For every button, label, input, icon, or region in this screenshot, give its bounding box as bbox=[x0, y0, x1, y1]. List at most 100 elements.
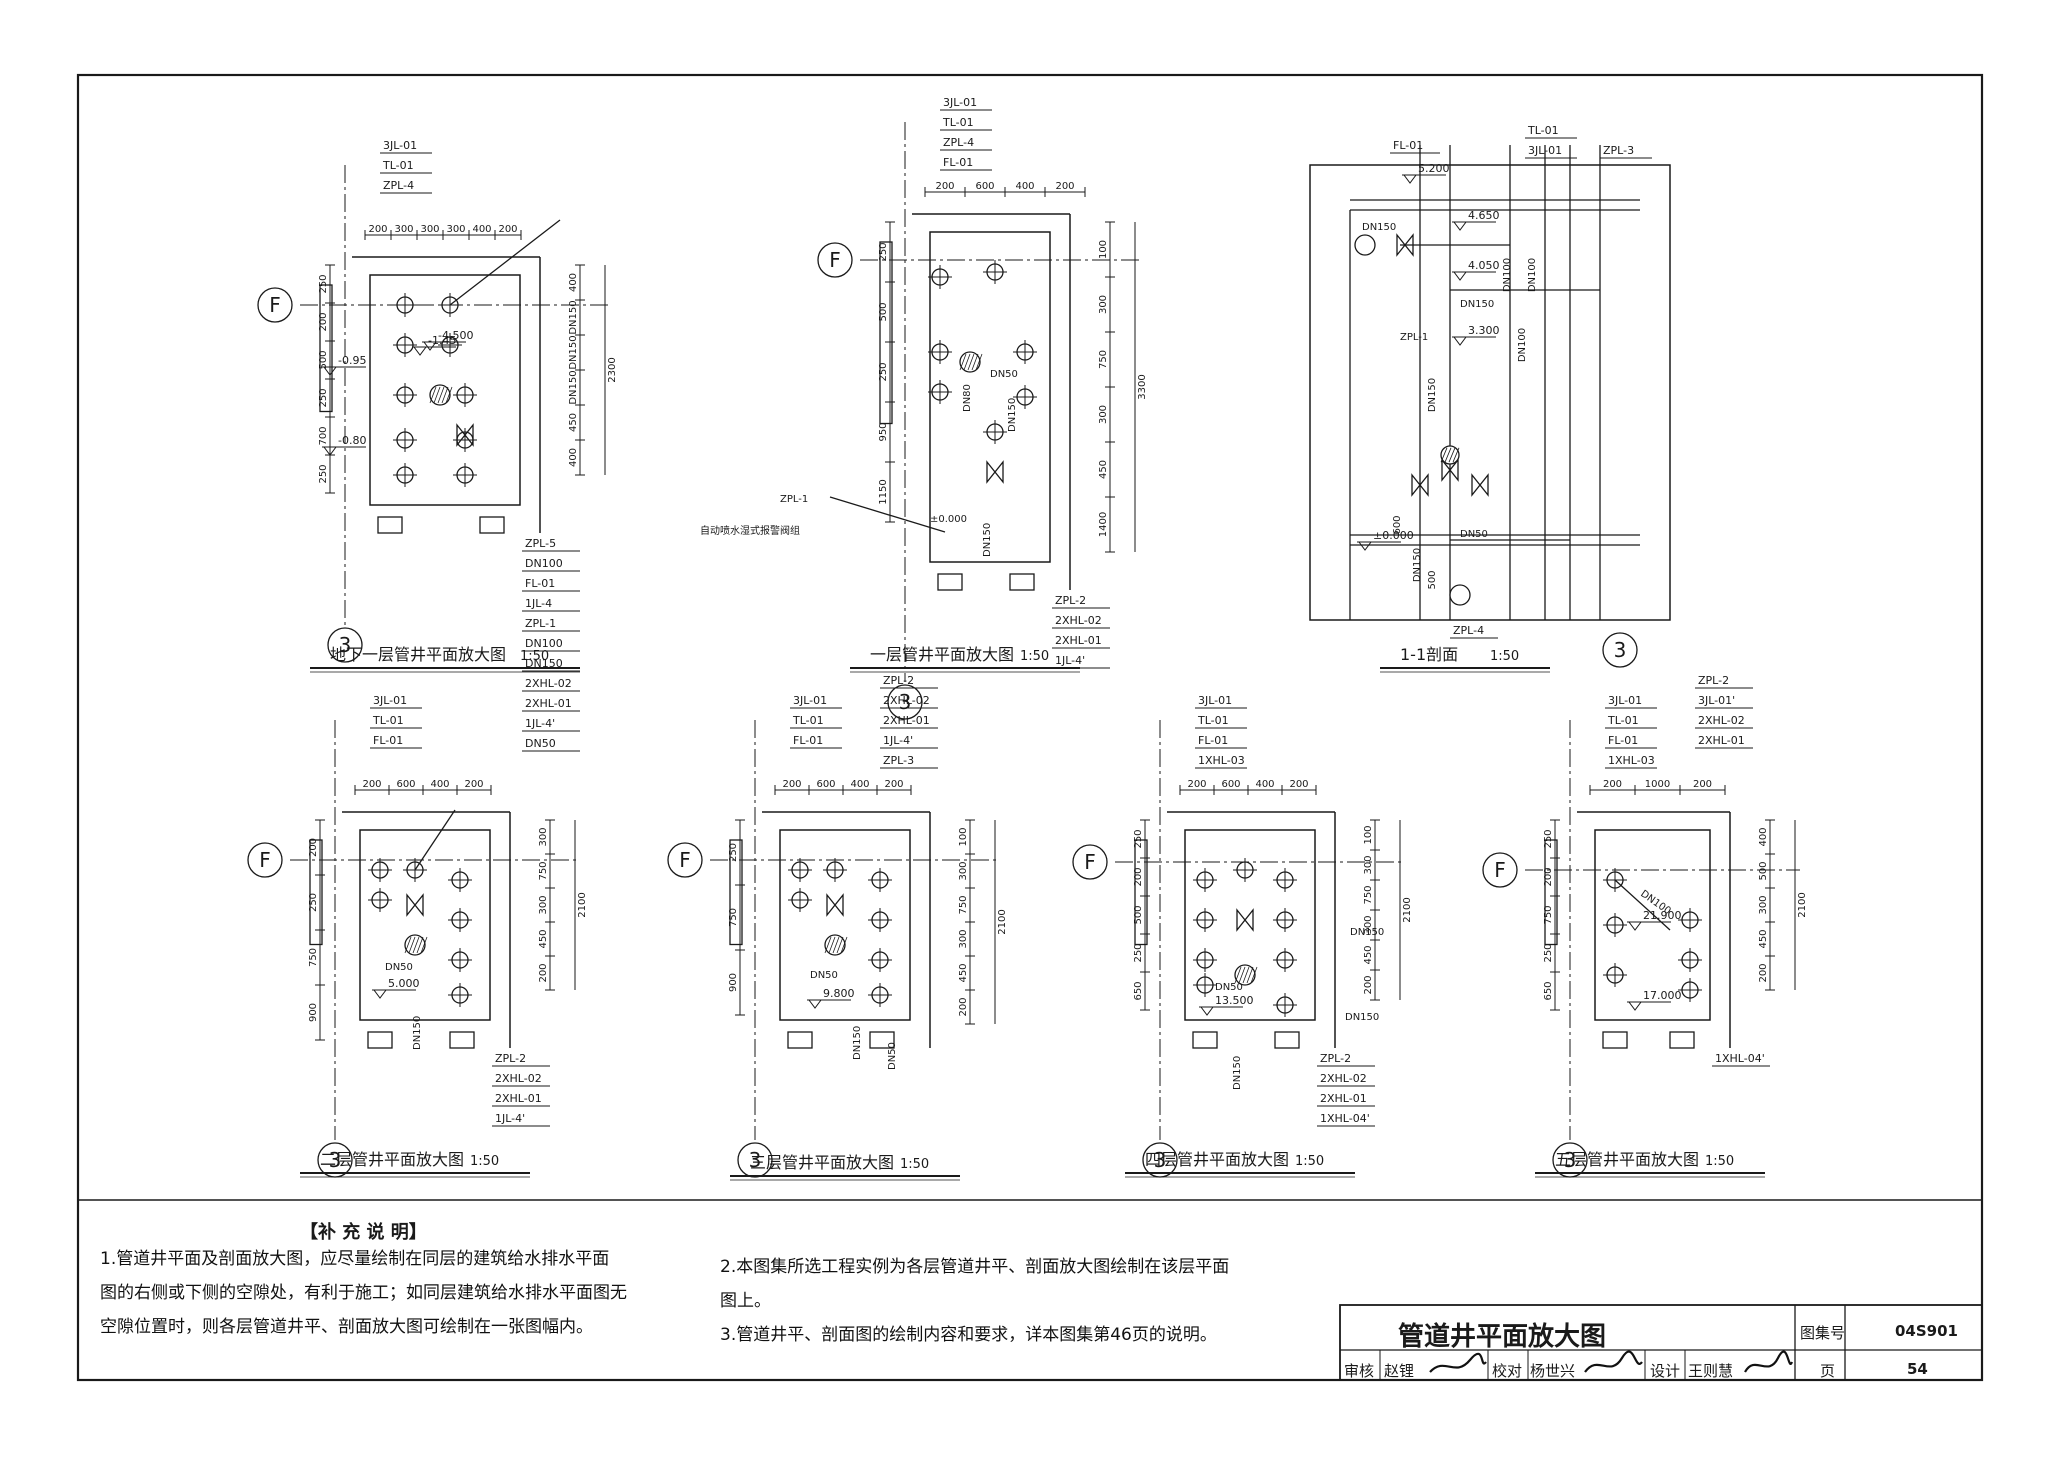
grid-bubble-3-label: 3 bbox=[339, 633, 352, 657]
b1-title: 地下一层管井平面放大图 bbox=[330, 645, 506, 664]
dim-left-value: 200 bbox=[1543, 867, 1554, 886]
elevation-value: 4.050 bbox=[1468, 259, 1500, 272]
dim-right-value: 750 bbox=[1363, 885, 1374, 904]
dim-total-value: 2100 bbox=[997, 909, 1008, 934]
dim-left-value: 750 bbox=[1543, 905, 1554, 924]
grid-bubble-3-label: 3 bbox=[749, 1148, 762, 1172]
elevation-mark bbox=[1628, 1001, 1642, 1011]
f2-title: 二层管井平面放大图 bbox=[320, 1150, 464, 1169]
dim-right-value: 500 bbox=[1758, 861, 1769, 880]
pipe-size-label: DN150 bbox=[982, 523, 993, 557]
top-pipe-label-text: 1XHL-03 bbox=[1608, 754, 1655, 767]
top-pipe-label-text: FL-01 bbox=[943, 156, 973, 169]
dim-left-value: 900 bbox=[308, 1003, 319, 1022]
grid-bubble-f bbox=[257, 287, 293, 323]
dim-right-value: 400 bbox=[1758, 827, 1769, 846]
shaft-inner-wall bbox=[369, 274, 521, 506]
elevation-mark bbox=[1403, 174, 1417, 184]
hatch-line bbox=[1448, 447, 1456, 463]
hatch-line bbox=[967, 353, 975, 371]
hatch-line bbox=[429, 386, 437, 404]
pipe-size-label: DN100 bbox=[1527, 258, 1538, 292]
dim-left-value: 250 bbox=[318, 274, 329, 293]
top-pipe-label-text: FL-01 bbox=[373, 734, 403, 747]
bottom-pipe-label-text: 2XHL-01 bbox=[525, 697, 572, 710]
pipe-size-label: DN150 bbox=[1232, 1056, 1243, 1090]
grid-bubble-f bbox=[1072, 844, 1108, 880]
wall-stub bbox=[479, 516, 505, 534]
dim-top-value: 400 bbox=[430, 779, 449, 790]
pipe-size-label: DN100 bbox=[1517, 328, 1528, 362]
dim-right-value: 300 bbox=[538, 895, 549, 914]
design-label: 设计 bbox=[1650, 1362, 1681, 1380]
dim-right-value: 450 bbox=[1363, 945, 1374, 964]
wall-stub bbox=[787, 1031, 813, 1049]
dim-top-value: 200 bbox=[464, 779, 483, 790]
dim-total-value: 3300 bbox=[1137, 374, 1148, 399]
pipe-leader bbox=[449, 219, 561, 306]
dim-left-value: 500 bbox=[1133, 905, 1144, 924]
pipe-size-label: DN50 bbox=[810, 970, 838, 981]
section-top-label-text: TL-01 bbox=[1527, 124, 1559, 137]
grid-bubble-f bbox=[247, 842, 283, 878]
pipe-size-label: DN150 bbox=[1350, 927, 1384, 938]
elevation-mark bbox=[1628, 921, 1642, 931]
hatch-line bbox=[1444, 447, 1452, 463]
s11-scale: 1:50 bbox=[1490, 649, 1519, 664]
note-line: 2.本图集所选工程实例为各层管道井平、剖面放大图绘制在该层平面 bbox=[720, 1257, 1230, 1277]
elevation-mark bbox=[1453, 271, 1467, 281]
dim-right-value: 200 bbox=[1363, 975, 1374, 994]
dim-total-value: 2100 bbox=[577, 892, 588, 917]
grid-bubble-3-label: 3 bbox=[329, 1148, 342, 1172]
dim-top-value: 400 bbox=[472, 224, 491, 235]
hatch-line bbox=[1242, 966, 1250, 984]
pipe-size-label: DN150 bbox=[1345, 1012, 1379, 1023]
hatch-line bbox=[404, 936, 412, 954]
elevation-value: 5.200 bbox=[1418, 162, 1450, 175]
bottom-pipe-label-text: ZPL-2 bbox=[1320, 1052, 1351, 1065]
grid-bubble-3 bbox=[887, 684, 923, 720]
dim-top-value: 200 bbox=[362, 779, 381, 790]
hatch-line bbox=[824, 936, 832, 954]
pipe-size-label: DN150 bbox=[1460, 299, 1494, 310]
wall-stub bbox=[937, 573, 963, 591]
bottom-pipe-label-text: ZPL-1 bbox=[525, 617, 556, 630]
dim-right-value: 400 bbox=[568, 448, 579, 467]
wall-stub bbox=[1274, 1031, 1300, 1049]
elevation-mark bbox=[1453, 336, 1467, 346]
dim-top-value: 200 bbox=[498, 224, 517, 235]
pipe-size-label: DN150 bbox=[1362, 222, 1396, 233]
dim-left-value: 650 bbox=[1133, 981, 1144, 1000]
dim-left-value: 250 bbox=[878, 362, 889, 381]
top-pipe-label-text: 3JL-01 bbox=[943, 96, 977, 109]
wall-stub bbox=[367, 1031, 393, 1049]
wall-column bbox=[1134, 839, 1148, 946]
dim-top-value: 300 bbox=[420, 224, 439, 235]
bottom-pipe-label-text: 1XHL-04' bbox=[1320, 1112, 1370, 1125]
pipe-size-label: ±0.000 bbox=[930, 514, 967, 525]
grid-bubble-f bbox=[667, 842, 703, 878]
dim-total-value: 2100 bbox=[1402, 897, 1413, 922]
dim-left-value: 250 bbox=[1543, 943, 1554, 962]
pipe-size-label: DN150 bbox=[412, 1016, 423, 1050]
dim-right-value: 200 bbox=[958, 997, 969, 1016]
designer-signature bbox=[1744, 1350, 1794, 1373]
dim-right-value: 200 bbox=[1758, 963, 1769, 982]
dim-left-value: 250 bbox=[1543, 829, 1554, 848]
checker-signature bbox=[1584, 1350, 1643, 1373]
grid-bubble-f-label: F bbox=[269, 293, 281, 317]
elevation-value: 13.500 bbox=[1215, 994, 1254, 1007]
wall-column bbox=[309, 839, 323, 946]
top-pipe-label-text: ZPL-4 bbox=[383, 179, 414, 192]
dim-right-value: 100 bbox=[1098, 240, 1109, 259]
dim-top-value: 600 bbox=[396, 779, 415, 790]
hatch-line bbox=[1234, 966, 1242, 984]
pipe-size-label: ZPL-1 bbox=[780, 494, 808, 505]
top-pipe-label-right-text: 3JL-01' bbox=[1698, 694, 1735, 707]
page-number: 54 bbox=[1907, 1360, 1928, 1378]
shaft-inner-wall bbox=[359, 829, 491, 1021]
